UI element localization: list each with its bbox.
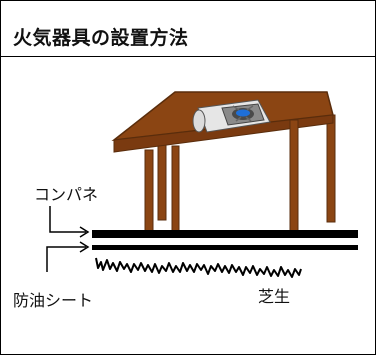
grass-label: 芝生 — [258, 287, 290, 306]
plywood-layer — [92, 230, 358, 238]
header: 火気器具の設置方法 — [1, 1, 375, 57]
oil-sheet-label: 防油シート — [13, 291, 93, 310]
page-title: 火気器具の設置方法 — [13, 27, 189, 49]
plywood-label: コンパネ — [34, 185, 98, 204]
arrow-icon — [46, 206, 90, 272]
oil-sheet-layer — [92, 245, 358, 250]
gas-burner-icon — [192, 99, 271, 133]
grass-icon — [95, 257, 302, 278]
